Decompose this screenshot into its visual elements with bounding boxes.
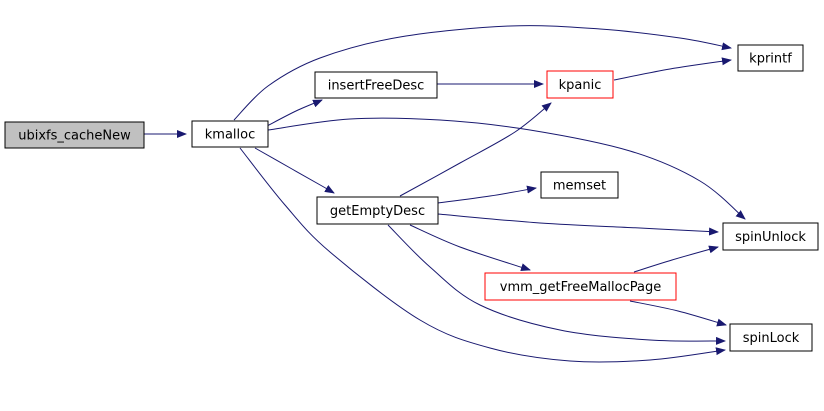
node-box-spinLock	[729, 323, 813, 352]
edge-kmalloc-kprintf	[233, 25, 732, 121]
node-memset[interactable]: memset	[540, 171, 619, 199]
node-box-spinUnlock	[722, 222, 819, 251]
node-label-getEmptyDesc: getEmptyDesc	[330, 204, 425, 219]
edge-getEmptyDesc-spinUnlock	[437, 213, 719, 236]
node-box-vmm_getFreeMallocPage	[484, 272, 677, 301]
node-spinLock[interactable]: spinLock	[729, 323, 813, 352]
edge-getEmptyDesc-spinLock	[387, 224, 726, 345]
node-label-spinLock: spinLock	[743, 331, 800, 346]
nodes-layer: ubixfs_cacheNew kmalloc insertFreeDesc kpan…	[4, 44, 819, 352]
node-box-getEmptyDesc	[316, 196, 439, 225]
node-box-memset	[540, 171, 619, 199]
node-insertFreeDesc[interactable]: insertFreeDesc	[314, 71, 438, 99]
node-getEmptyDesc[interactable]: getEmptyDesc	[316, 196, 439, 225]
node-label-memset: memset	[553, 179, 606, 194]
node-vmm_getFreeMallocPage[interactable]: vmm_getFreeMallocPage	[484, 272, 677, 301]
edges-layer	[144, 25, 746, 363]
node-label-kprintf: kprintf	[749, 52, 792, 67]
edge-vmm_getFreeMallocPage-spinLock	[629, 300, 727, 327]
node-kmalloc[interactable]: kmalloc	[191, 120, 269, 148]
edge-getEmptyDesc-memset	[437, 185, 537, 204]
node-label-spinUnlock: spinUnlock	[735, 230, 806, 245]
edge-kpanic-kprintf	[613, 57, 732, 81]
node-label-vmm_getFreeMallocPage: vmm_getFreeMallocPage	[500, 280, 661, 295]
node-box-kmalloc	[191, 120, 269, 148]
edge-getEmptyDesc-kpanic	[399, 102, 552, 197]
node-kpanic[interactable]: kpanic	[546, 70, 614, 99]
node-label-insertFreeDesc: insertFreeDesc	[328, 79, 425, 94]
node-ubixfs_cacheNew[interactable]: ubixfs_cacheNew	[4, 121, 145, 149]
edge-vmm_getFreeMallocPage-spinUnlock	[633, 245, 719, 273]
node-label-kmalloc: kmalloc	[205, 128, 255, 143]
edge-getEmptyDesc-vmm_getFreeMallocPage	[409, 224, 531, 271]
node-box-ubixfs_cacheNew	[4, 121, 145, 149]
node-label-ubixfs_cacheNew: ubixfs_cacheNew	[18, 129, 131, 144]
edge-kmalloc-spinLock	[239, 147, 726, 363]
node-label-kpanic: kpanic	[559, 78, 602, 93]
node-box-kpanic	[546, 70, 614, 99]
edge-kmalloc-insertFreeDesc	[266, 99, 323, 127]
node-kprintf[interactable]: kprintf	[737, 44, 804, 72]
node-box-insertFreeDesc	[314, 71, 438, 99]
node-spinUnlock[interactable]: spinUnlock	[722, 222, 819, 251]
node-box-kprintf	[737, 44, 804, 72]
edge-kmalloc-getEmptyDesc	[254, 147, 335, 194]
edge-kmalloc-spinUnlock	[267, 117, 746, 220]
